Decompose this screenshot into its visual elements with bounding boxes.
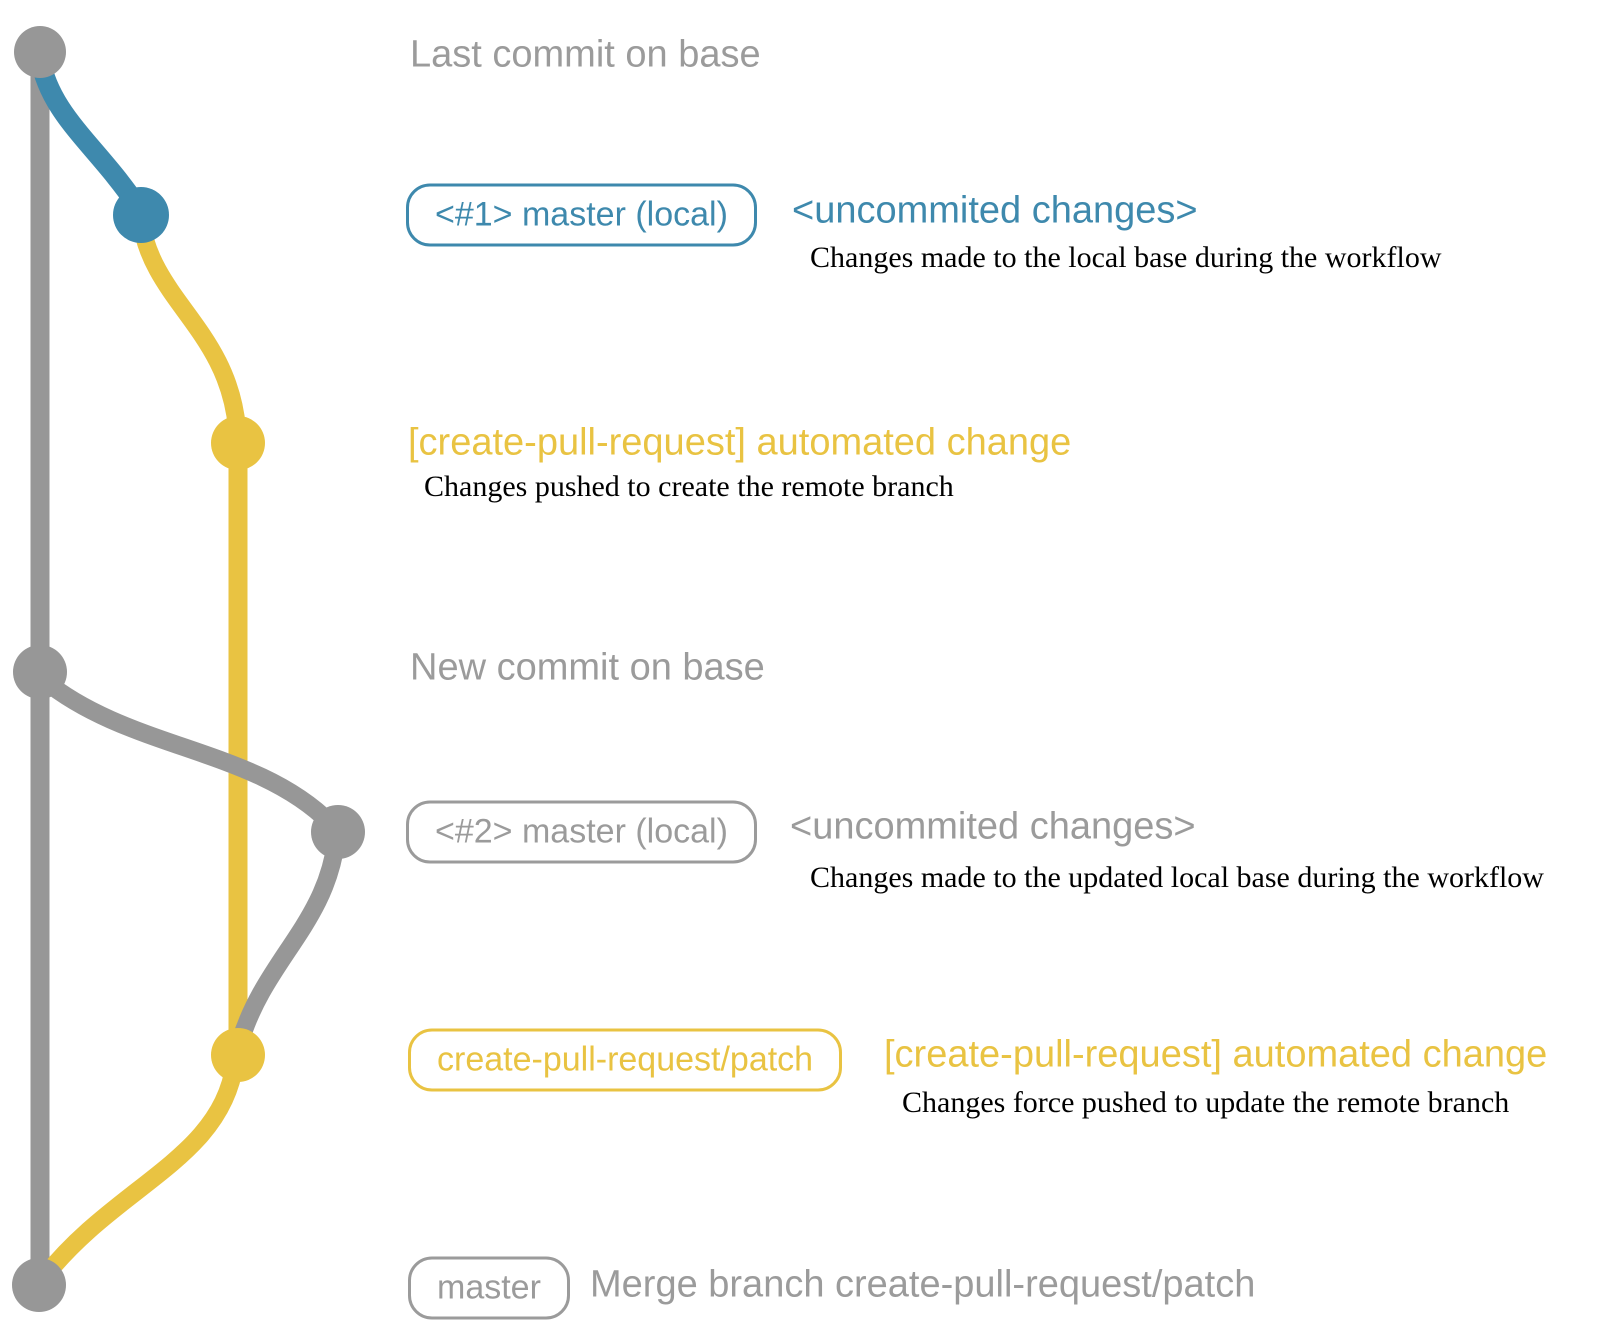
commit-message-uncommited-2: <uncommited changes> xyxy=(790,805,1196,848)
annotation-local-changes-1: Changes made to the local base during th… xyxy=(810,241,1442,274)
commit-message-uncommited-1: <uncommited changes> xyxy=(792,189,1198,232)
commit-message-automated-change-2: [create-pull-request] automated change xyxy=(884,1033,1548,1076)
commit-message-last-base: Last commit on base xyxy=(410,33,761,76)
commit-message-automated-change-1: [create-pull-request] automated change xyxy=(408,421,1072,464)
commit-message-merge: Merge branch create-pull-request/patch xyxy=(590,1263,1256,1306)
rebase-edge-2 xyxy=(231,840,345,1045)
commit-dot-push-2 xyxy=(211,1028,265,1082)
branch-badge-master: master xyxy=(408,1256,570,1320)
branch-badge-master-local-1: <#1> master (local) xyxy=(406,183,757,247)
merge-edge xyxy=(34,1060,244,1286)
branch-badge-create-pull-request-patch: create-pull-request/patch xyxy=(408,1028,843,1092)
rebase-edge-1 xyxy=(38,673,337,830)
commit-message-new-base: New commit on base xyxy=(410,646,765,689)
commit-dot-push-1 xyxy=(211,416,265,470)
commit-dot-last-base xyxy=(14,26,66,78)
annotation-local-changes-2: Changes made to the updated local base d… xyxy=(810,861,1544,894)
commit-dot-local-2 xyxy=(311,805,365,859)
branch-badge-master-local-2: <#2> master (local) xyxy=(406,800,757,864)
commit-dot-local-1 xyxy=(113,187,169,243)
push-edge xyxy=(132,219,246,429)
annotation-force-push: Changes force pushed to update the remot… xyxy=(902,1086,1510,1119)
annotation-push-create: Changes pushed to create the remote bran… xyxy=(424,470,954,503)
commit-dot-new-base xyxy=(13,645,67,699)
local-changes-1-edge xyxy=(30,55,145,210)
commit-dot-merge xyxy=(12,1258,66,1312)
